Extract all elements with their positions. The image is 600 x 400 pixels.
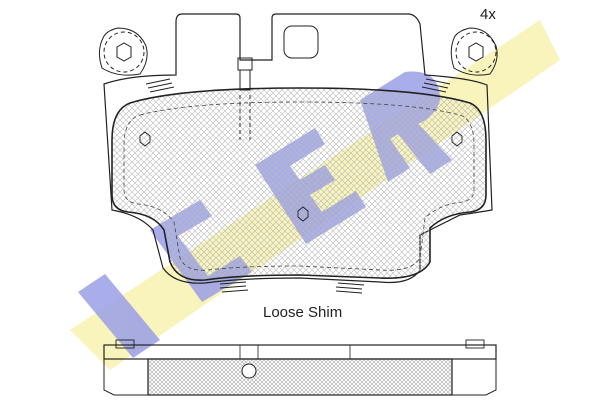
shim-label: Loose Shim [263, 304, 343, 321]
right-mounting-ear [450, 27, 498, 76]
friction-pad [111, 87, 487, 281]
wear-indicator [237, 57, 253, 140]
pad-inner-contour [123, 101, 475, 271]
chamfer-marks [145, 78, 451, 294]
backing-plate [103, 13, 493, 284]
centre-window [283, 25, 319, 59]
left-mounting-ear [98, 27, 148, 76]
pad-side-view [103, 339, 497, 396]
quantity-label: 4x [480, 6, 496, 23]
pad-bolts [139, 131, 463, 222]
